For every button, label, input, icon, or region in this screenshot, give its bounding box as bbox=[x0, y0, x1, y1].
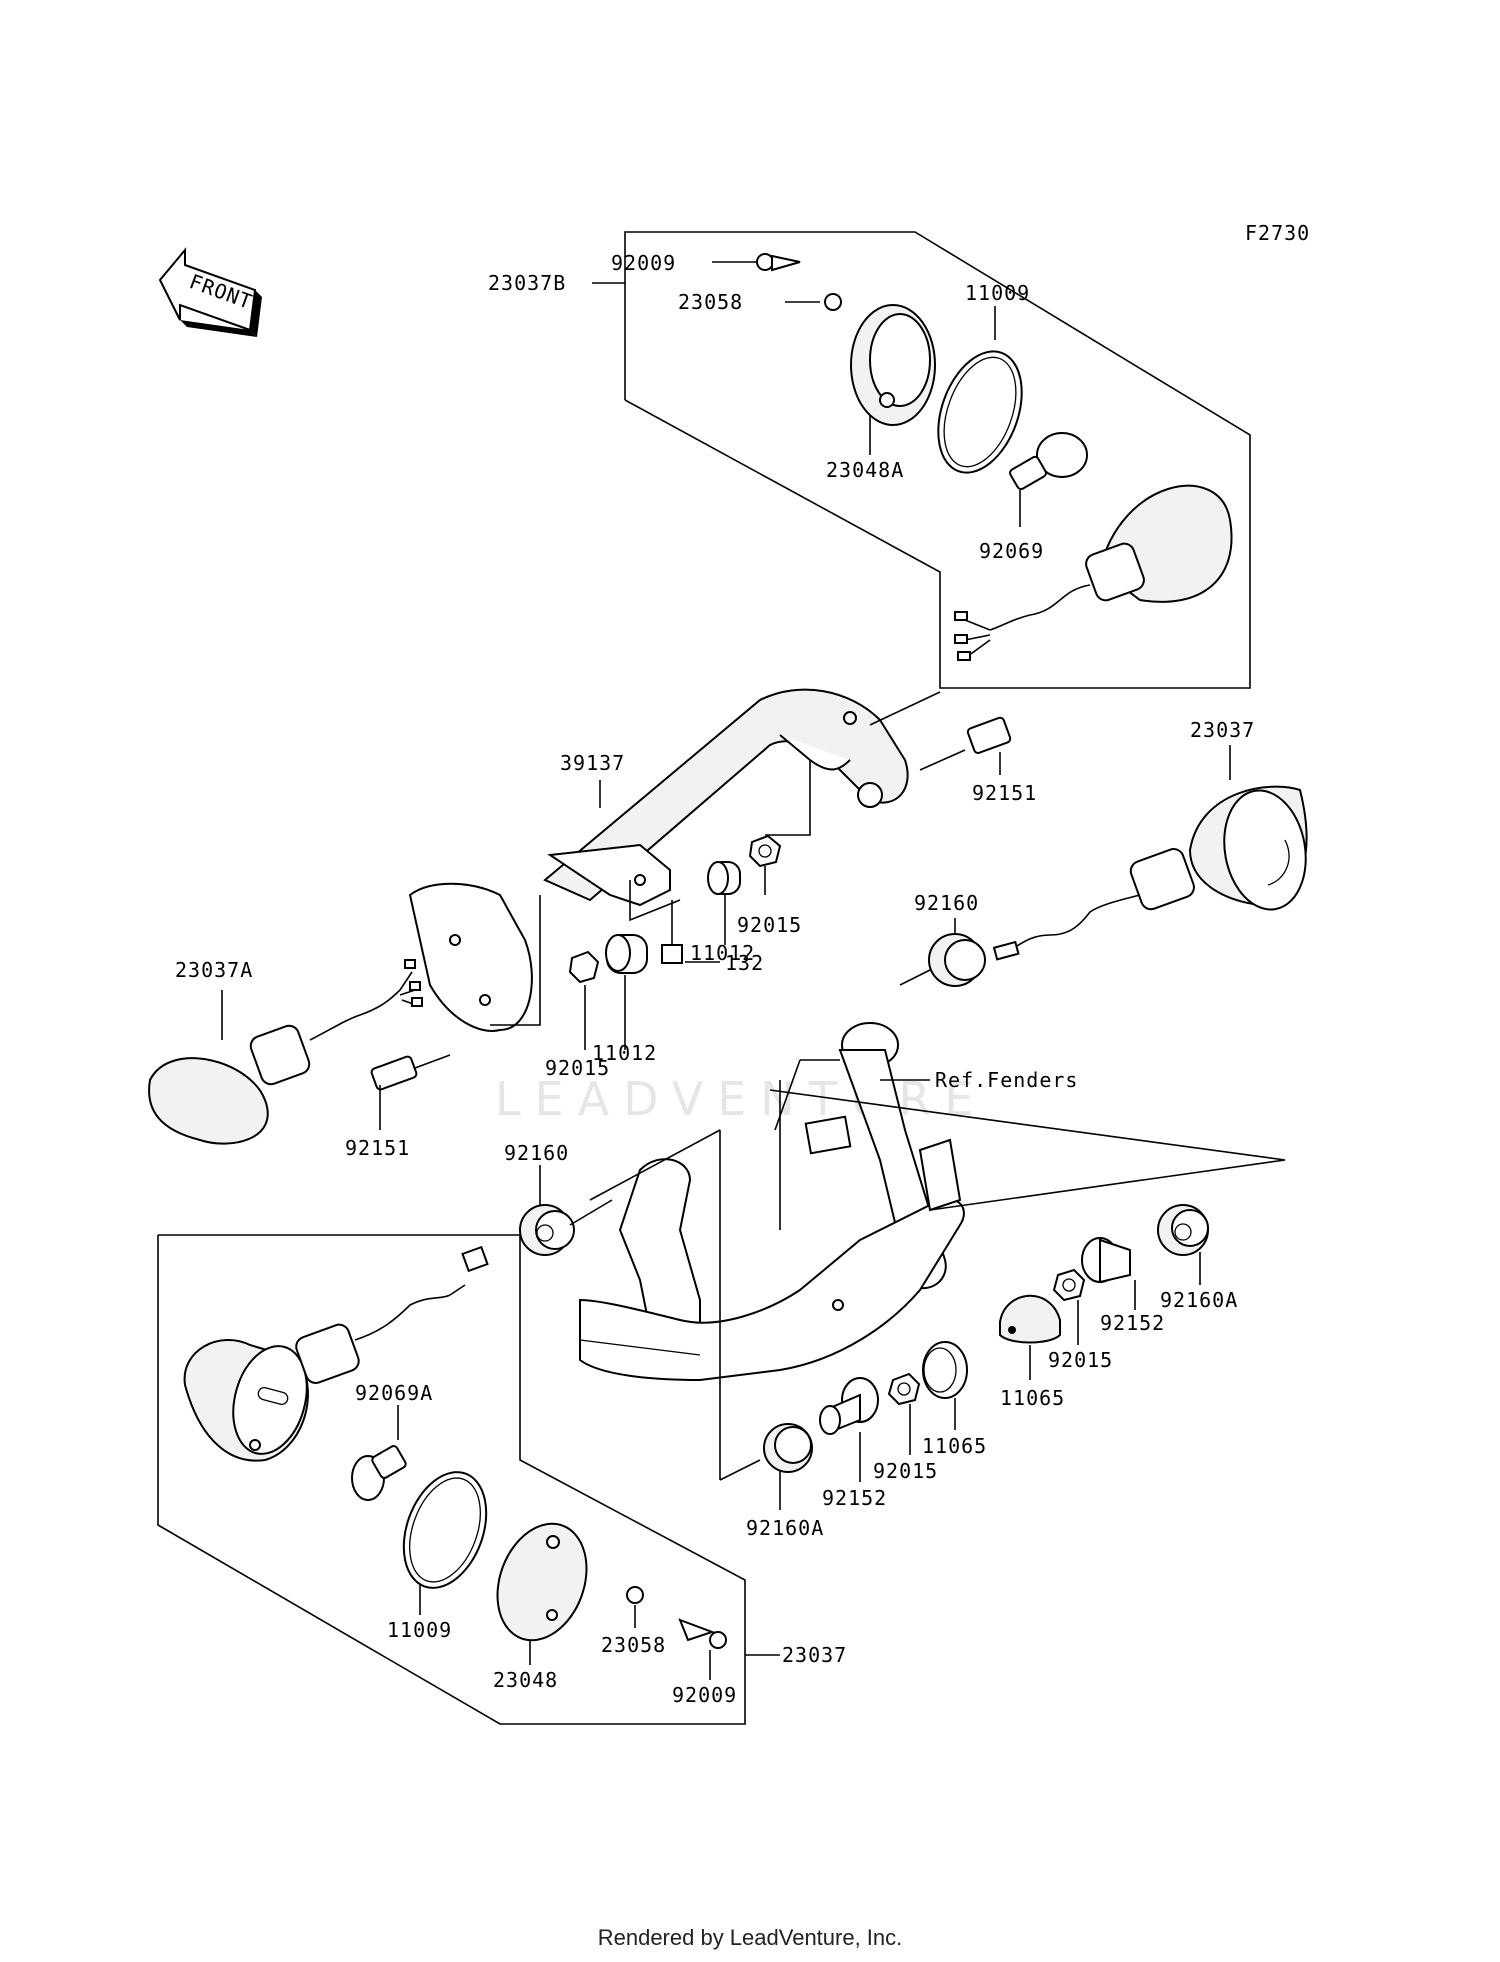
nut-92015-c bbox=[1052, 1268, 1086, 1345]
signal-lamp-bottom bbox=[183, 1245, 489, 1462]
label-11009-bottom: 11009 bbox=[387, 1618, 452, 1642]
label-ref-fenders: Ref.Fenders bbox=[935, 1068, 1078, 1092]
grommet-92160A-mid bbox=[719, 1423, 813, 1510]
nut-23058-bottom bbox=[626, 1586, 644, 1628]
label-92009-top: 92009 bbox=[611, 251, 676, 275]
footer-credit: Rendered by LeadVenture, Inc. bbox=[597, 1925, 903, 1950]
label-39137: 39137 bbox=[560, 751, 625, 775]
gasket-11009-top bbox=[937, 306, 1023, 474]
label-92015-d: 92015 bbox=[873, 1459, 938, 1483]
screw-92009-bottom bbox=[678, 1618, 727, 1680]
cap-11065-right bbox=[999, 1294, 1061, 1380]
label-11012-a: 11012 bbox=[690, 941, 755, 965]
label-92009-bottom: 92009 bbox=[672, 1683, 737, 1707]
bulb-92069 bbox=[1009, 432, 1088, 527]
label-92069: 92069 bbox=[979, 539, 1044, 563]
label-23037B: 23037B bbox=[488, 271, 566, 295]
collar-92152-right bbox=[1081, 1237, 1136, 1310]
label-132: 132 bbox=[725, 951, 764, 975]
group-frame-top bbox=[624, 231, 1251, 689]
label-92015-c: 92015 bbox=[1048, 1348, 1113, 1372]
screw-92151-right bbox=[919, 716, 1012, 775]
screw-92151-left bbox=[370, 1054, 451, 1130]
signal-lamp-top bbox=[954, 484, 1233, 661]
diagram-code: F2730 bbox=[1245, 221, 1310, 245]
label-92160A-right: 92160A bbox=[1160, 1288, 1238, 1312]
label-23048A: 23048A bbox=[826, 458, 904, 482]
label-92015-a: 92015 bbox=[737, 913, 802, 937]
bracket-39137 bbox=[408, 688, 909, 1032]
label-11009-top: 11009 bbox=[965, 281, 1030, 305]
label-11065-mid: 11065 bbox=[922, 1434, 987, 1458]
grommet-92160-b bbox=[519, 1165, 613, 1256]
label-11065-right: 11065 bbox=[1000, 1386, 1065, 1410]
front-arrow-icon: FRONT bbox=[158, 247, 262, 337]
signal-lamp-23037A bbox=[148, 959, 423, 1145]
collar-11012-a bbox=[707, 861, 741, 945]
lens-cover-23048A bbox=[850, 304, 936, 455]
cap-11065-mid bbox=[922, 1341, 968, 1430]
bolt-132 bbox=[661, 900, 720, 964]
bulb-92069A bbox=[351, 1405, 407, 1501]
grommet-92160-a bbox=[899, 918, 986, 987]
label-92160-b: 92160 bbox=[504, 1141, 569, 1165]
signal-lamp-23037-right bbox=[992, 745, 1308, 961]
collar-11012-b bbox=[605, 934, 648, 1050]
label-92015-b: 92015 bbox=[545, 1056, 610, 1080]
nut-92015-d bbox=[887, 1372, 921, 1455]
label-23037-bottom: 23037 bbox=[782, 1643, 847, 1667]
nut-92015-a bbox=[748, 760, 811, 895]
label-92151-right: 92151 bbox=[972, 781, 1037, 805]
group-frame-bottom bbox=[157, 1234, 746, 1725]
label-23048: 23048 bbox=[493, 1668, 558, 1692]
grommet-92160A-right bbox=[1157, 1204, 1209, 1285]
label-23058-top: 23058 bbox=[678, 290, 743, 314]
label-11012-b: 11012 bbox=[592, 1041, 657, 1065]
nut-23058-top bbox=[785, 293, 842, 311]
label-92069A: 92069A bbox=[355, 1381, 433, 1405]
label-92151-left: 92151 bbox=[345, 1136, 410, 1160]
label-23037-right: 23037 bbox=[1190, 718, 1255, 742]
label-23037A: 23037A bbox=[175, 958, 253, 982]
label-92152-mid: 92152 bbox=[822, 1486, 887, 1510]
collar-92152-mid bbox=[819, 1377, 879, 1482]
label-23058-bottom: 23058 bbox=[601, 1633, 666, 1657]
lens-cover-23048 bbox=[496, 1522, 588, 1665]
fender-rail bbox=[579, 1022, 965, 1480]
label-92160-a: 92160 bbox=[914, 891, 979, 915]
label-92152-right: 92152 bbox=[1100, 1311, 1165, 1335]
label-92160A-mid: 92160A bbox=[746, 1516, 824, 1540]
nut-92015-b bbox=[568, 950, 600, 1050]
screw-92009-top bbox=[712, 253, 801, 272]
gasket-11009-bottom bbox=[402, 1471, 488, 1615]
